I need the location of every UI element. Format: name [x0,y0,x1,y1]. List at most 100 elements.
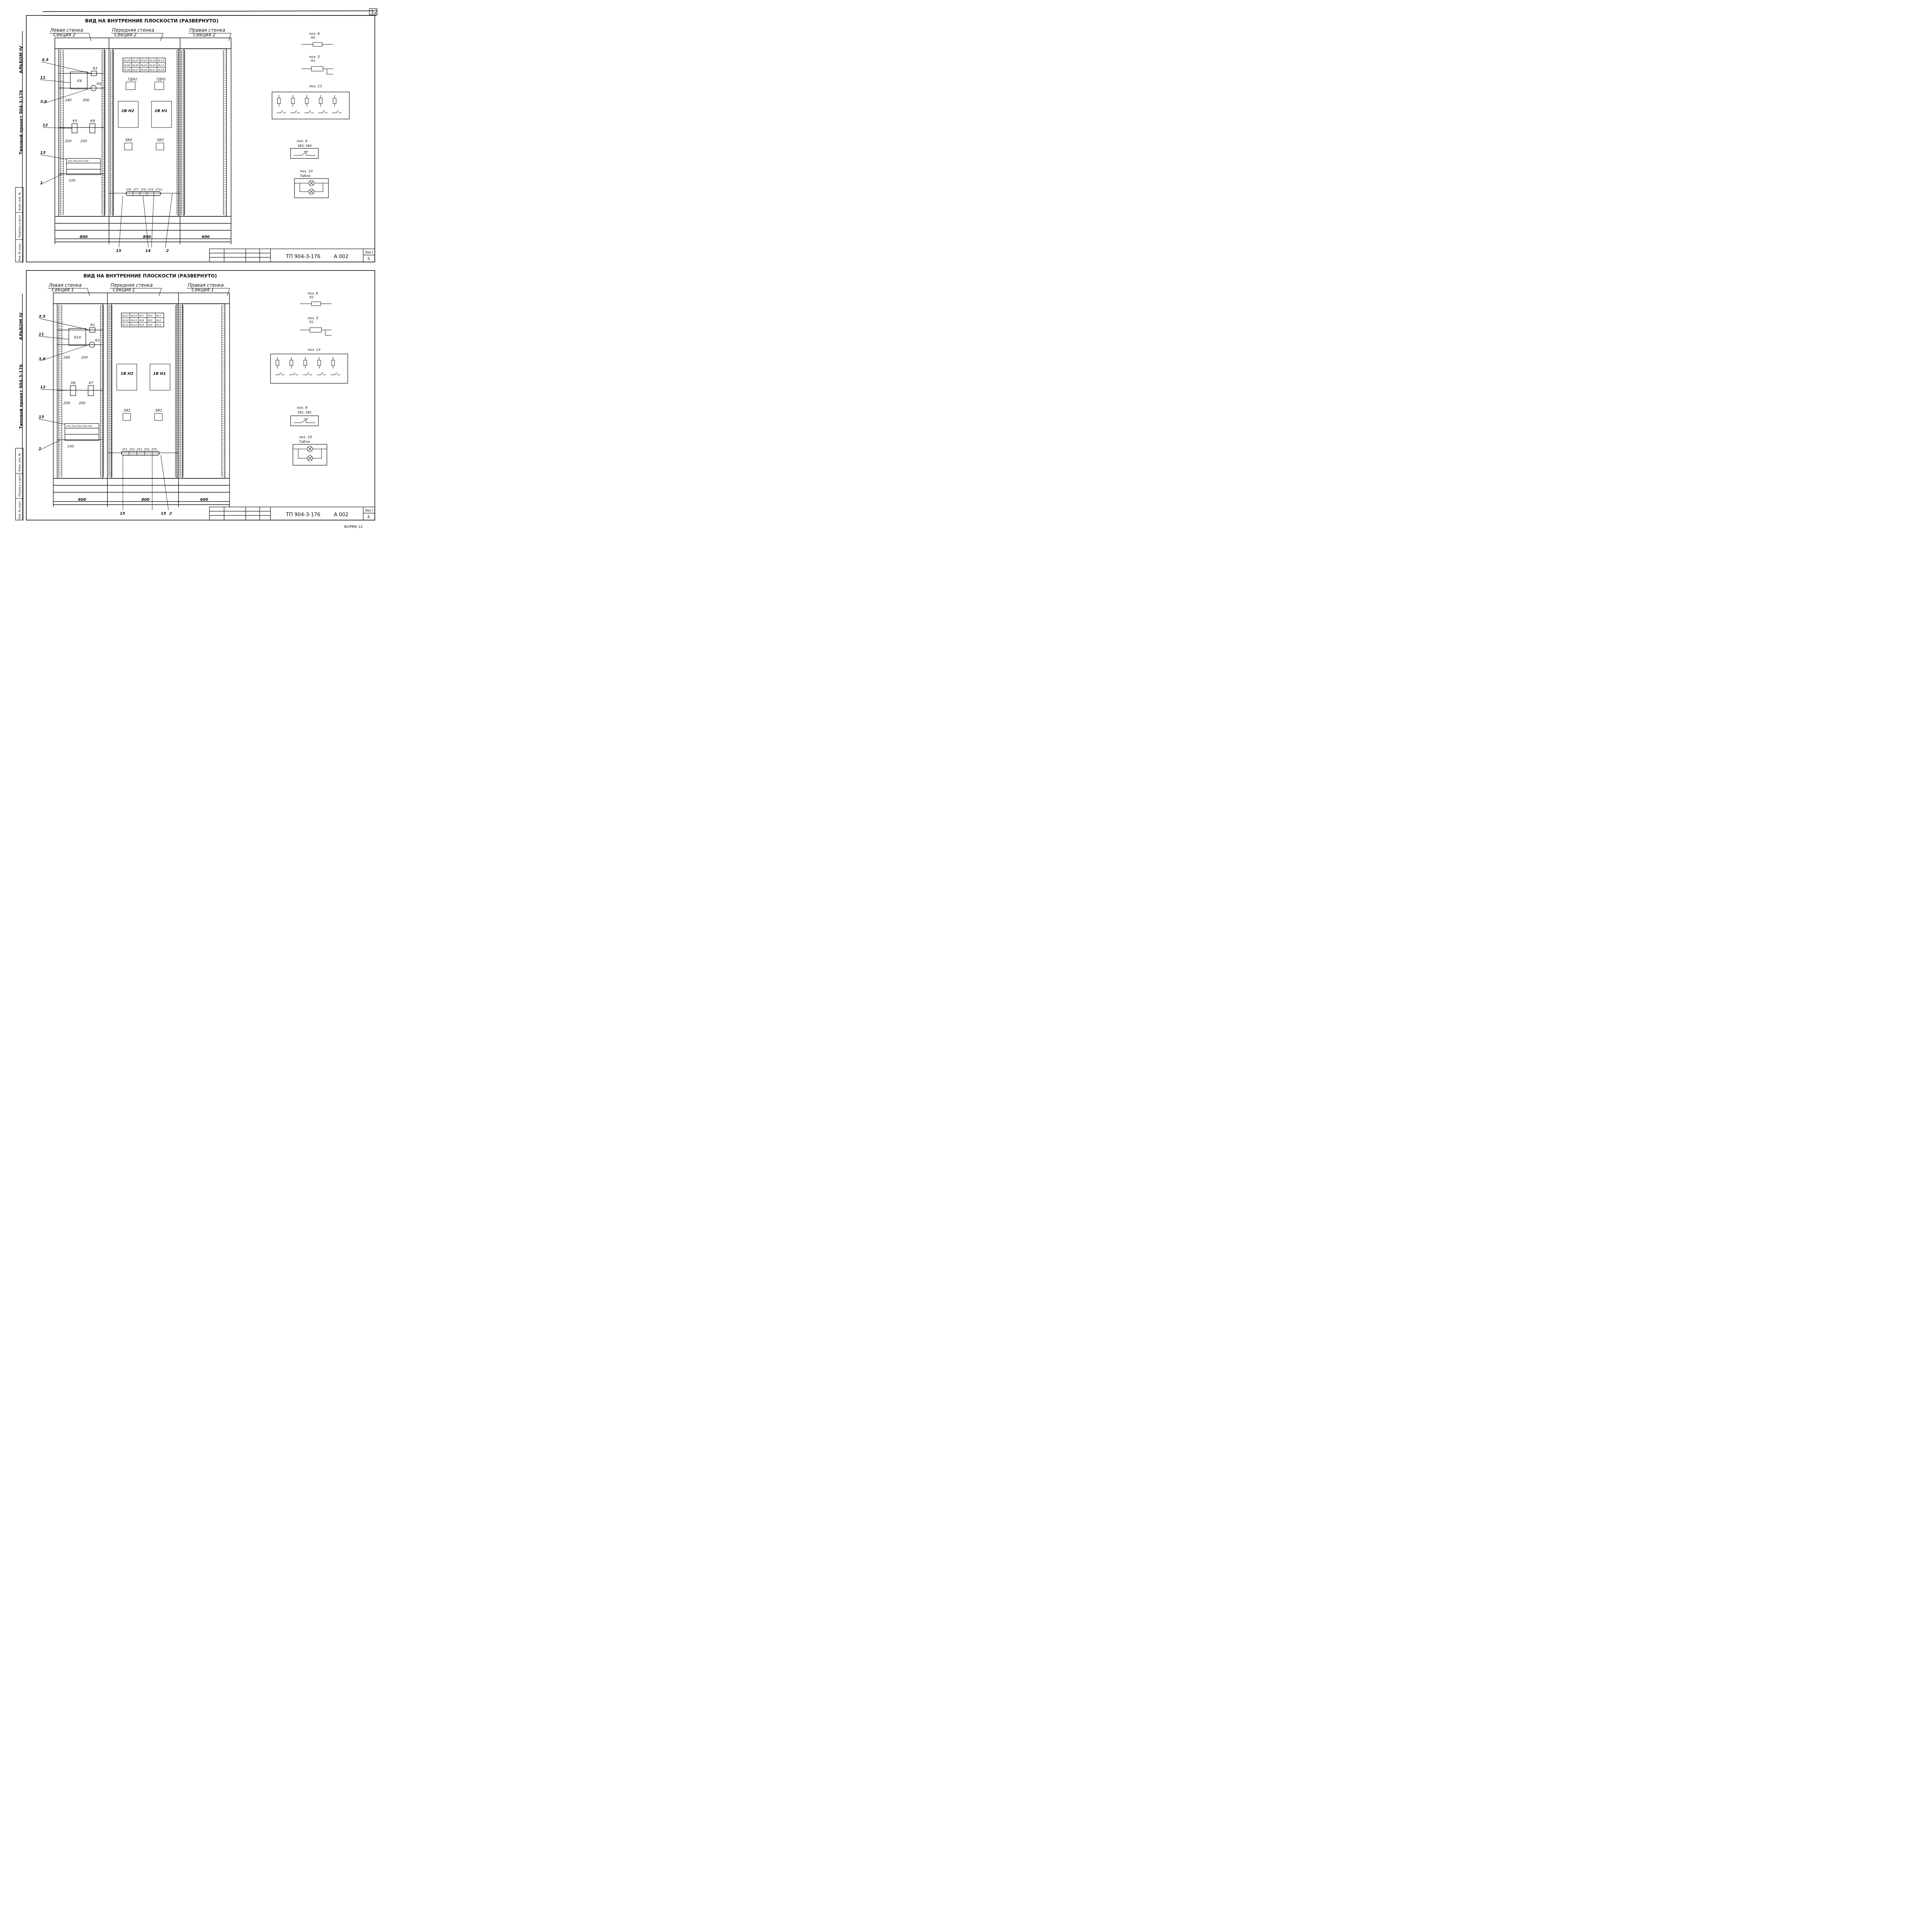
lamp-label: HL18 [158,68,164,71]
contact-icon [289,372,298,375]
contact-icon [332,110,342,113]
fuse-icon [276,360,279,366]
svg-text:Лист: Лист [365,251,374,255]
svg-text:Табло: Табло [300,174,311,178]
terminal-label: XT5 [151,448,157,451]
svg-text:800: 800 [141,498,150,502]
lamp-label: HL24 [141,68,147,71]
svg-text:R3: R3 [93,67,97,71]
fuse-icon [333,98,337,104]
svg-text:200: 200 [83,99,89,102]
svg-text:3.5: 3.5 [39,315,46,319]
svg-text:FH1 FH2 FH3 FH4: FH1 FH2 FH3 FH4 [68,160,88,163]
svg-text:200: 200 [63,401,70,405]
lamp-label: HL16 [158,59,164,62]
lamp-label: HL4 [148,314,153,317]
svg-text:12: 12 [43,123,48,128]
terminal-label: XT8 [140,188,146,191]
svg-text:240: 240 [65,99,71,102]
lamp-label: HL26 [124,59,130,62]
terminal-label: XT9 [148,188,153,191]
svg-text:SB2: SB2 [124,409,131,413]
fuse-icon [305,98,309,104]
svg-text:R2: R2 [95,339,100,343]
sheet-corner-number: 12 [371,9,378,15]
svg-text:R4: R4 [311,36,315,39]
lamp-label: HL29 [124,64,130,67]
terminal-label: XT1 [122,448,128,451]
svg-text:SB1: SB1 [155,409,162,413]
svg-text:200: 200 [80,139,87,143]
enclosure-outline [54,37,231,244]
pos10-symbol: поз. 10 Табло [294,170,329,198]
svg-text:Взам. инв. №: Взам. инв. № [18,192,21,211]
pos13-symbol: поз. 13 [272,85,350,119]
svg-text:200: 200 [65,139,71,143]
svg-text:поз. 10: поз. 10 [300,170,313,173]
lamp-label: HL13 [122,314,129,317]
drawing-sheet: 12 АЛЬБОМ IV Типовой проект 904-3-176 Вз… [15,8,378,529]
fuse-icon [319,98,323,104]
contact-icon [277,110,286,113]
lamp-label: HL17 [158,64,165,67]
lamp-grid [122,58,166,72]
lamp-label: HL1 [156,314,161,317]
box-7dn1: 7ДН1 [156,78,166,82]
svg-text:поз. 6: поз. 6 [309,32,320,36]
project-label: Типовой проект 904-3-176 [19,90,24,155]
svg-text:поз. 10: поз. 10 [299,435,312,439]
svg-text:13: 13 [39,415,44,419]
stamp-code: ТП 904-3-176 [286,254,320,260]
pos9-symbol: поз. 9 SB3; SB4 [290,139,319,159]
svg-text:Лист: Лист [365,509,374,513]
svg-text:800: 800 [80,235,88,239]
svg-text:800: 800 [143,235,151,239]
lamp-label: HL6 [148,323,153,327]
svg-text:12: 12 [40,385,46,389]
din-rails [60,50,227,215]
lamp-label: HL20 [149,64,156,67]
svg-text:Табло: Табло [299,440,310,444]
svg-text:K6: K6 [71,381,76,385]
svg-text:R1: R1 [90,323,95,327]
svg-text:200: 200 [79,401,85,405]
svg-text:Секция 1: Секция 1 [52,287,74,293]
lamp-label: HL15 [122,323,129,327]
sheet-title: ВИД НА ВНУТРЕННИЕ ПЛОСКОСТИ (РАЗВЕРНУТО) [85,18,218,24]
terminal-label: XT6 [126,188,131,191]
svg-text:11: 11 [40,76,46,80]
svg-text:100: 100 [69,179,75,183]
lamp-label: HL10 [131,314,137,317]
box-2v-n1: 2В Н1 [155,109,167,113]
svg-text:600: 600 [200,498,208,502]
sheet-number: 5 [367,257,370,261]
svg-text:поз. 5: поз. 5 [309,55,320,59]
svg-text:SB1, SB2: SB1, SB2 [298,411,311,414]
lamp-label: HL12 [131,323,137,327]
wall-right-name: Правая стенка [189,27,225,33]
contact-icon [304,110,314,113]
contact-icon [318,110,328,113]
svg-text:15: 15 [120,512,125,516]
svg-text:11: 11 [39,332,44,337]
format-label: ФОРМА 12 [344,525,363,529]
lamp-label: HL21 [149,68,156,71]
lamp-label: HL9 [139,323,144,327]
left-margin-top: АЛЬБОМ IV Типовой проект 904-3-176 Взам.… [15,31,24,263]
svg-text:Передняя стенка: Передняя стенка [111,282,153,288]
svg-text:поз. 9: поз. 9 [297,406,308,410]
svg-text:K7: K7 [89,381,94,385]
contact-icon [317,372,326,375]
svg-text:поз. 13: поз. 13 [308,348,321,352]
svg-text:R4: R4 [97,82,101,86]
lamp-label: HL25 [132,59,139,62]
svg-text:А 002: А 002 [334,512,349,518]
pos6-symbol: поз. 6 R4 [301,32,333,47]
svg-text:Секция 1: Секция 1 [192,287,214,293]
lamp-label: HL27 [132,68,139,71]
fuse-icon [331,360,335,366]
svg-text:поз. 6: поз. 6 [308,292,318,296]
sheet-bottom: ВИД НА ВНУТРЕННИЕ ПЛОСКОСТИ (РАЗВЕРНУТО)… [38,273,375,520]
svg-text:Инв. № подл.: Инв. № подл. [18,243,21,261]
wall-front-name: Передняя стенка [112,27,154,33]
